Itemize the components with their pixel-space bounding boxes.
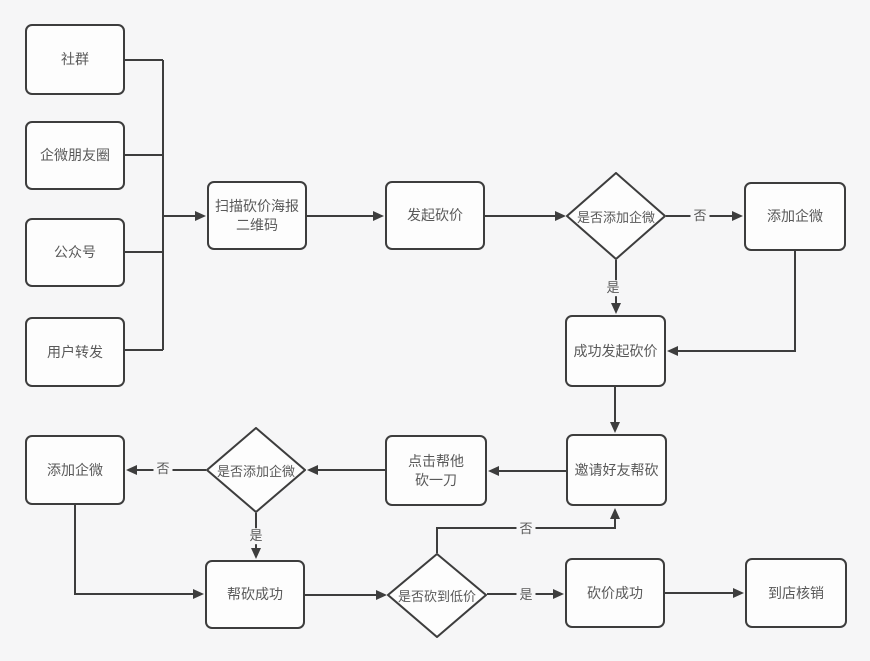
diamond-shape — [206, 427, 306, 513]
arrowhead-icon — [193, 589, 204, 599]
edge-started-to-invite — [610, 387, 620, 433]
edge-label-decision2-yes: 是 — [246, 528, 266, 544]
node-label-line1: 点击帮他 — [408, 452, 464, 469]
arrowhead-icon — [488, 466, 499, 476]
node-label: 用户转发 — [47, 343, 103, 360]
node-label: 社群 — [61, 51, 89, 68]
edge-label-decision1-yes: 是 — [603, 280, 623, 296]
node-label: 企微朋友圈 — [40, 147, 110, 164]
node-label: 帮砍成功 — [227, 586, 283, 603]
node-add-wecom-bottom: 添加企微 — [25, 435, 125, 505]
node-store-redeem: 到店核销 — [745, 558, 847, 628]
node-scan-poster-qr: 扫描砍价海报 二维码 — [207, 181, 307, 250]
decision-label: 是否添加企微 — [576, 209, 655, 225]
arrowhead-icon — [733, 588, 744, 598]
node-bargain-success: 砍价成功 — [565, 558, 665, 628]
diamond-shape — [387, 553, 487, 638]
edge-line — [74, 505, 193, 595]
node-community: 社群 — [25, 24, 125, 95]
arrowhead-icon — [610, 508, 620, 519]
edge-label-decision2-no: 否 — [153, 461, 173, 477]
edge-sources-to-scan — [125, 59, 206, 351]
diamond-shape — [566, 172, 666, 260]
arrowhead-icon — [667, 346, 678, 356]
arrowhead-icon — [126, 465, 137, 475]
arrowhead-icon — [610, 422, 620, 433]
node-start-bargain: 发起砍价 — [385, 181, 485, 250]
edge-helpsuccess-to-decision3 — [305, 590, 387, 600]
edge-addwecom2-to-helpsuccess — [74, 505, 204, 599]
node-label-line2: 砍一刀 — [415, 471, 457, 488]
arrowhead-icon — [251, 548, 261, 559]
node-invite-friends: 邀请好友帮砍 — [566, 434, 667, 506]
edge-line — [678, 251, 796, 352]
edge-start-to-decision1 — [485, 211, 566, 221]
arrowhead-icon — [555, 211, 566, 221]
decision-add-wecom-top: 是否添加企微 — [566, 172, 666, 260]
node-bargain-started: 成功发起砍价 — [565, 315, 666, 387]
edge-success-to-redeem — [665, 588, 744, 598]
node-add-wecom-top: 添加企微 — [744, 182, 846, 251]
node-label: 砍价成功 — [587, 584, 643, 601]
edge-addwecom-to-started — [667, 251, 796, 356]
node-user-forward: 用户转发 — [25, 317, 125, 387]
node-label-line2: 二维码 — [236, 216, 278, 233]
decision-low-price: 是否砍到低价 — [387, 553, 487, 638]
node-label: 邀请好友帮砍 — [574, 461, 659, 478]
edge-invite-to-clickhelp — [488, 466, 566, 476]
arrowhead-icon — [376, 590, 387, 600]
node-label: 公众号 — [54, 244, 96, 261]
edge-line — [125, 59, 195, 351]
arrowhead-icon — [307, 465, 318, 475]
edge-clickhelp-to-decision2 — [307, 465, 385, 475]
node-label: 成功发起砍价 — [573, 342, 658, 359]
node-help-cut-success: 帮砍成功 — [205, 560, 305, 629]
arrowhead-icon — [553, 589, 564, 599]
arrowhead-icon — [611, 303, 621, 314]
node-label: 添加企微 — [767, 208, 823, 225]
node-label: 添加企微 — [47, 461, 103, 478]
node-official-account: 公众号 — [25, 218, 125, 287]
node-wecom-moments: 企微朋友圈 — [25, 121, 125, 190]
decision-label: 是否添加企微 — [216, 463, 295, 479]
edge-label-decision1-no: 否 — [690, 208, 710, 224]
node-label: 到店核销 — [768, 584, 824, 601]
arrowhead-icon — [732, 211, 743, 221]
node-label: 发起砍价 — [407, 207, 463, 224]
edge-label-decision3-no: 否 — [516, 521, 536, 537]
arrowhead-icon — [195, 211, 206, 221]
node-label-line1: 扫描砍价海报 — [215, 197, 299, 214]
node-click-help-cut: 点击帮他 砍一刀 — [385, 435, 487, 506]
decision-add-wecom-bottom: 是否添加企微 — [206, 427, 306, 513]
decision-label: 是否砍到低价 — [397, 589, 476, 604]
edge-scan-to-start — [307, 211, 384, 221]
arrowhead-icon — [373, 211, 384, 221]
edge-label-decision3-yes: 是 — [516, 587, 536, 603]
